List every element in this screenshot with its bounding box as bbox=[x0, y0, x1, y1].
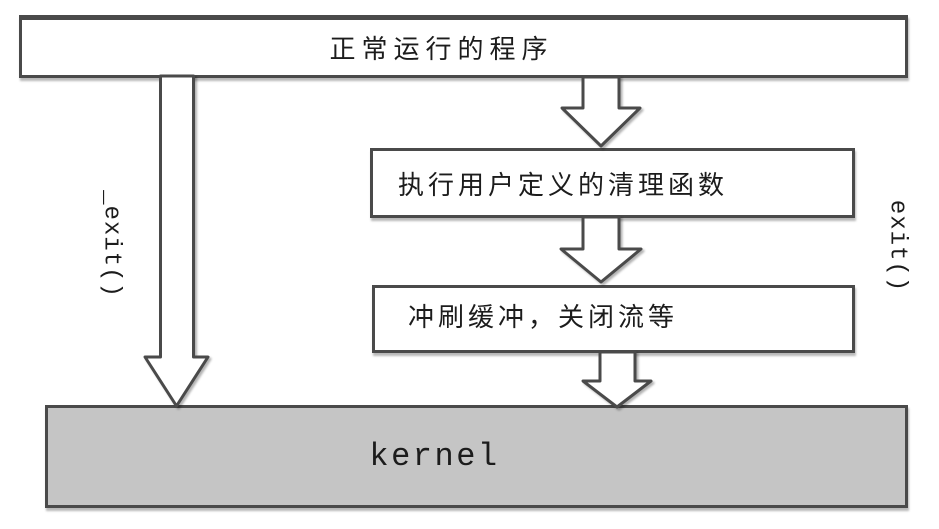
exit-direct-arrow-icon bbox=[143, 74, 210, 408]
node-kernel-label: kernel bbox=[369, 438, 500, 475]
edge-exit-std-label: exit() bbox=[883, 199, 911, 293]
node-cleanup: 执行用户定义的清理函数 bbox=[370, 148, 855, 218]
node-program-label: 正常运行的程序 bbox=[329, 35, 554, 64]
node-cleanup-label: 执行用户定义的清理函数 bbox=[398, 170, 729, 200]
node-flush-label: 冲刷缓冲，关闭流等 bbox=[408, 303, 679, 332]
node-program: 正常运行的程序 bbox=[19, 15, 908, 78]
arrow-program-to-cleanup-icon bbox=[560, 75, 642, 148]
edge-exit-direct-label: _exit() bbox=[97, 190, 125, 298]
arrow-flush-to-kernel-icon bbox=[581, 350, 653, 409]
node-flush: 冲刷缓冲，关闭流等 bbox=[372, 285, 855, 353]
node-kernel: kernel bbox=[45, 405, 908, 508]
arrow-cleanup-to-flush-icon bbox=[559, 215, 643, 284]
